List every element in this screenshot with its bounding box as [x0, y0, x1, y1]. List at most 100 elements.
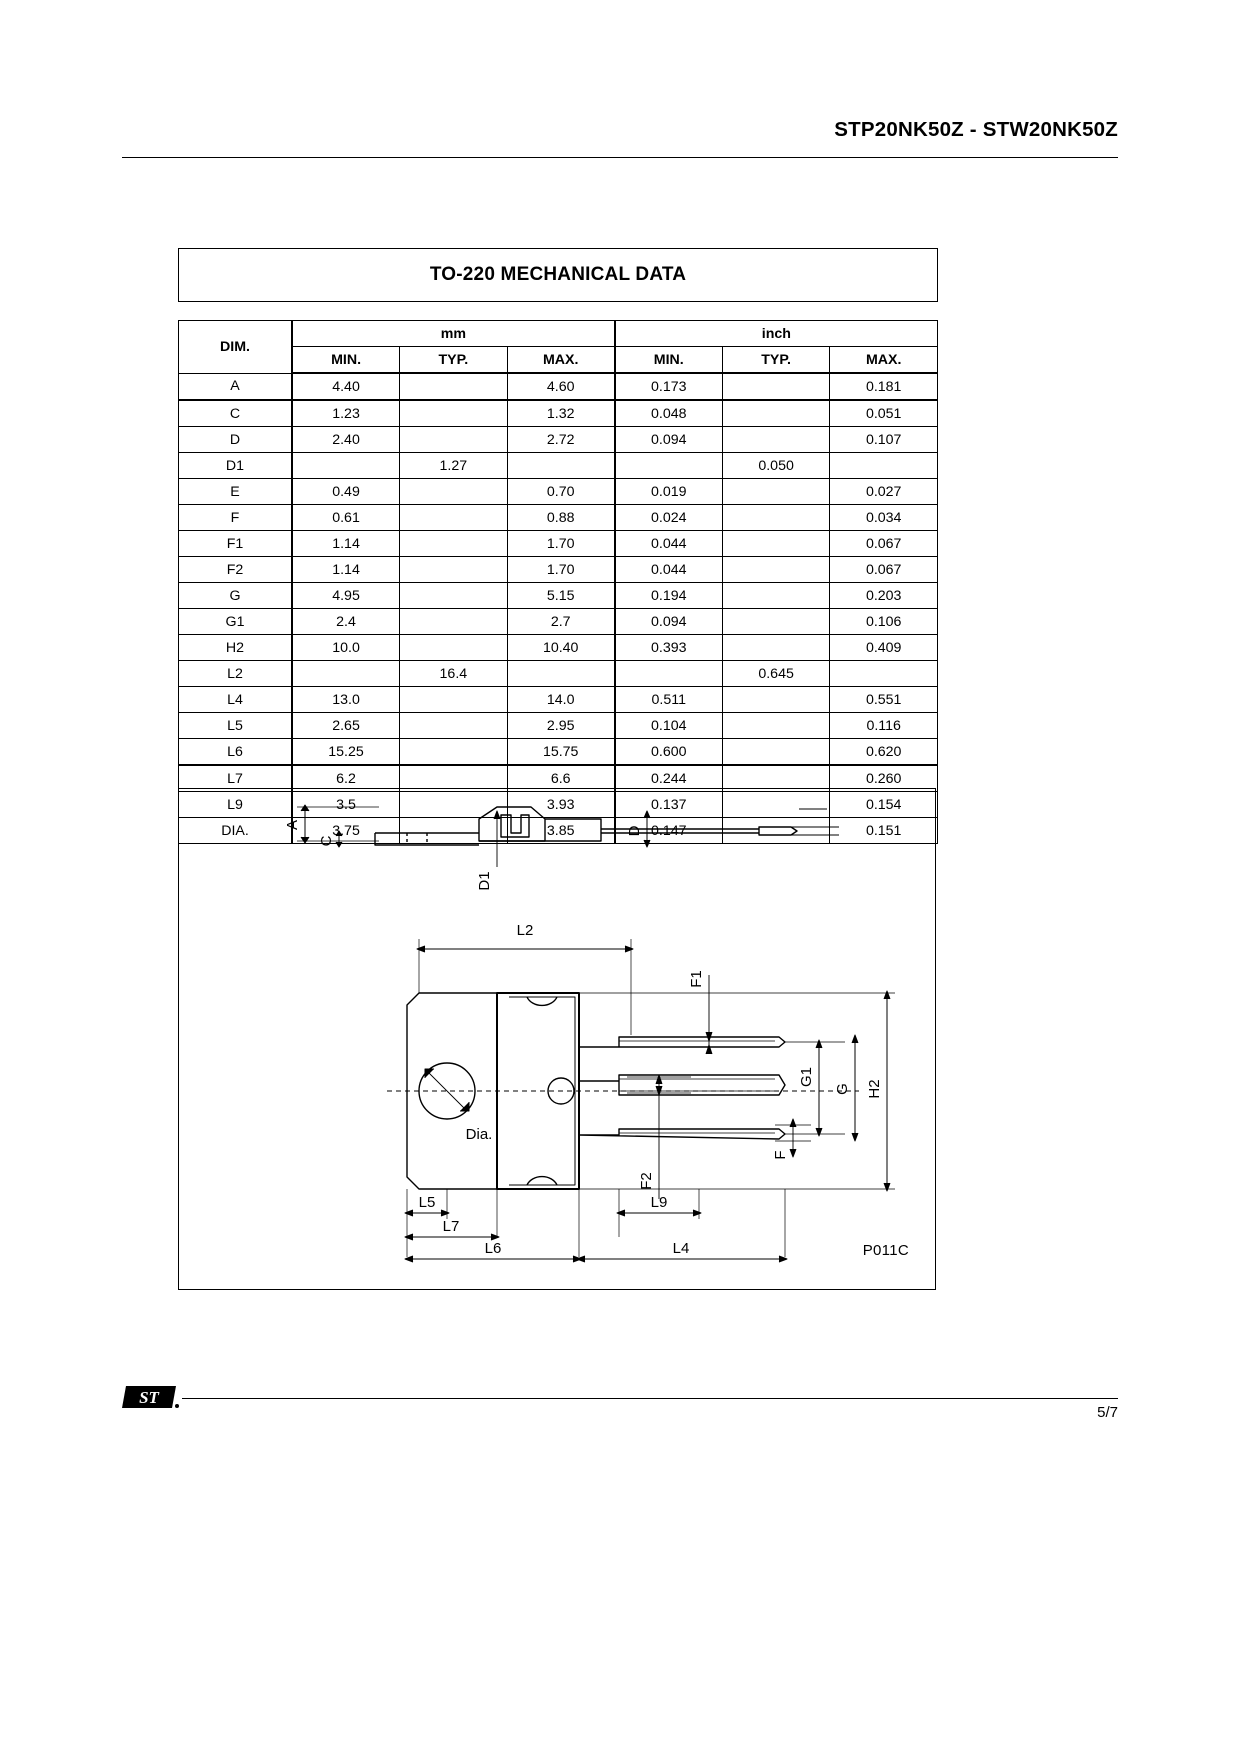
cell-mm-typ: [399, 791, 508, 818]
cell-inch-min: [613, 660, 723, 687]
dim-C-arrow-top: [335, 830, 343, 837]
cell-mm-max: 4.60: [506, 372, 616, 401]
cell-mm-min: 0.61: [291, 504, 401, 531]
lead-2: [579, 1074, 786, 1096]
cell-inch-typ: [721, 399, 831, 427]
cell-dim: L4: [178, 686, 293, 713]
H2-arrow-bottom: [883, 1182, 891, 1192]
cell-inch-min: 0.024: [613, 504, 723, 531]
section-title: TO-220 MECHANICAL DATA: [429, 264, 687, 285]
label-H2: H2: [866, 1079, 883, 1098]
cell-mm-min: 3.5: [291, 791, 401, 818]
cell-inch-typ: [721, 634, 831, 661]
cell-mm-min: 10.0: [291, 634, 401, 661]
document-title: STP20NK50Z - STW20NK50Z: [834, 118, 1118, 141]
dia-leader-line: [426, 1070, 468, 1112]
cell-mm-typ: [399, 556, 508, 583]
to220-outline-drawing: A C D1 D L2 F1 G1 G H2 F F2 Dia. L5 L9 L…: [284, 804, 895, 1263]
cell-dim: E: [178, 478, 293, 505]
cell-mm-max: 2.95: [506, 712, 616, 739]
column-header-mm-min: MIN.: [291, 346, 401, 374]
cell-inch-typ: [721, 817, 831, 844]
cell-inch-min: 0.194: [613, 582, 723, 609]
section-title-box: TO-220 MECHANICAL DATA: [178, 248, 938, 302]
cell-mm-typ: [399, 686, 508, 713]
H2-arrow-top: [883, 990, 891, 1000]
lead-3: [578, 1128, 786, 1140]
cell-inch-max: [829, 452, 938, 479]
lead-1: [578, 1036, 786, 1048]
column-header-dim: DIM.: [178, 320, 293, 374]
column-header-inch-max: MAX.: [829, 346, 938, 374]
side-view-body-ext: [479, 818, 602, 842]
cell-mm-min: 0.49: [291, 478, 401, 505]
cell-inch-min: 0.048: [613, 399, 723, 427]
cell-mm-typ: [399, 372, 508, 401]
cell-inch-min: 0.511: [613, 686, 723, 713]
label-L2: L2: [517, 922, 534, 939]
label-L5: L5: [419, 1194, 436, 1211]
cell-mm-max: 1.32: [506, 399, 616, 427]
L9-arrow-left: [616, 1209, 626, 1217]
table-header-minmax: MIN. TYP. MAX. MIN. TYP. MAX.: [179, 346, 938, 374]
dia-arrow-lower: [460, 1102, 470, 1112]
table-header-units: DIM. mm inch: [178, 320, 938, 374]
label-L7: L7: [443, 1218, 460, 1235]
L4-arrow-right: [778, 1255, 788, 1263]
cell-mm-max: 10.40: [506, 634, 616, 661]
cell-mm-typ: [399, 738, 508, 766]
label-D: D: [626, 825, 643, 836]
cell-mm-min: 6.2: [291, 764, 401, 792]
cell-inch-max: [829, 660, 938, 687]
cell-mm-typ: [399, 530, 508, 557]
dim-C-arrow-bottom: [335, 841, 343, 848]
L7-arrow-right: [490, 1233, 500, 1241]
cell-dim: H2: [178, 634, 293, 661]
front-view-body-inner: [509, 996, 576, 1186]
cell-dim: F2: [178, 556, 293, 583]
cell-dim: L2: [178, 660, 293, 687]
page-header: STP20NK50Z - STW20NK50Z: [122, 118, 1118, 158]
cell-inch-min: 0.044: [613, 530, 723, 557]
label-L4: L4: [673, 1240, 690, 1257]
cell-mm-typ: 1.27: [399, 452, 508, 479]
cell-inch-max: 0.067: [829, 556, 938, 583]
label-D1: D1: [476, 871, 493, 890]
cell-dim: D1: [178, 452, 293, 479]
G-arrow-top: [851, 1034, 859, 1044]
cell-inch-max: 0.107: [829, 426, 938, 453]
side-view-tab-bottom: [374, 833, 479, 846]
label-Dia: Dia.: [466, 1126, 493, 1143]
cell-mm-typ: [399, 817, 508, 844]
dim-A-arrow-top: [300, 804, 310, 812]
cell-mm-min: 15.25: [291, 738, 401, 766]
cell-inch-max: 0.067: [829, 530, 938, 557]
column-header-mm-typ: TYP.: [399, 346, 508, 374]
label-C: C: [318, 835, 335, 846]
F2-arrow-down: [655, 1085, 663, 1096]
cell-mm-min: 4.40: [291, 372, 401, 401]
cell-inch-typ: [721, 372, 831, 401]
cell-mm-typ: [399, 426, 508, 453]
cell-dim: C: [178, 399, 293, 427]
cell-inch-typ: [721, 791, 831, 818]
cell-dim: A: [178, 372, 293, 401]
label-G: G: [834, 1083, 851, 1095]
F1-arrow-down: [705, 1031, 713, 1042]
page-number: 5/7: [1097, 1404, 1118, 1421]
cell-inch-min: 0.393: [613, 634, 723, 661]
cell-dim: D: [178, 426, 293, 453]
cell-mm-max: 15.75: [506, 738, 616, 766]
cell-dim: L5: [178, 712, 293, 739]
cell-inch-typ: [721, 686, 831, 713]
